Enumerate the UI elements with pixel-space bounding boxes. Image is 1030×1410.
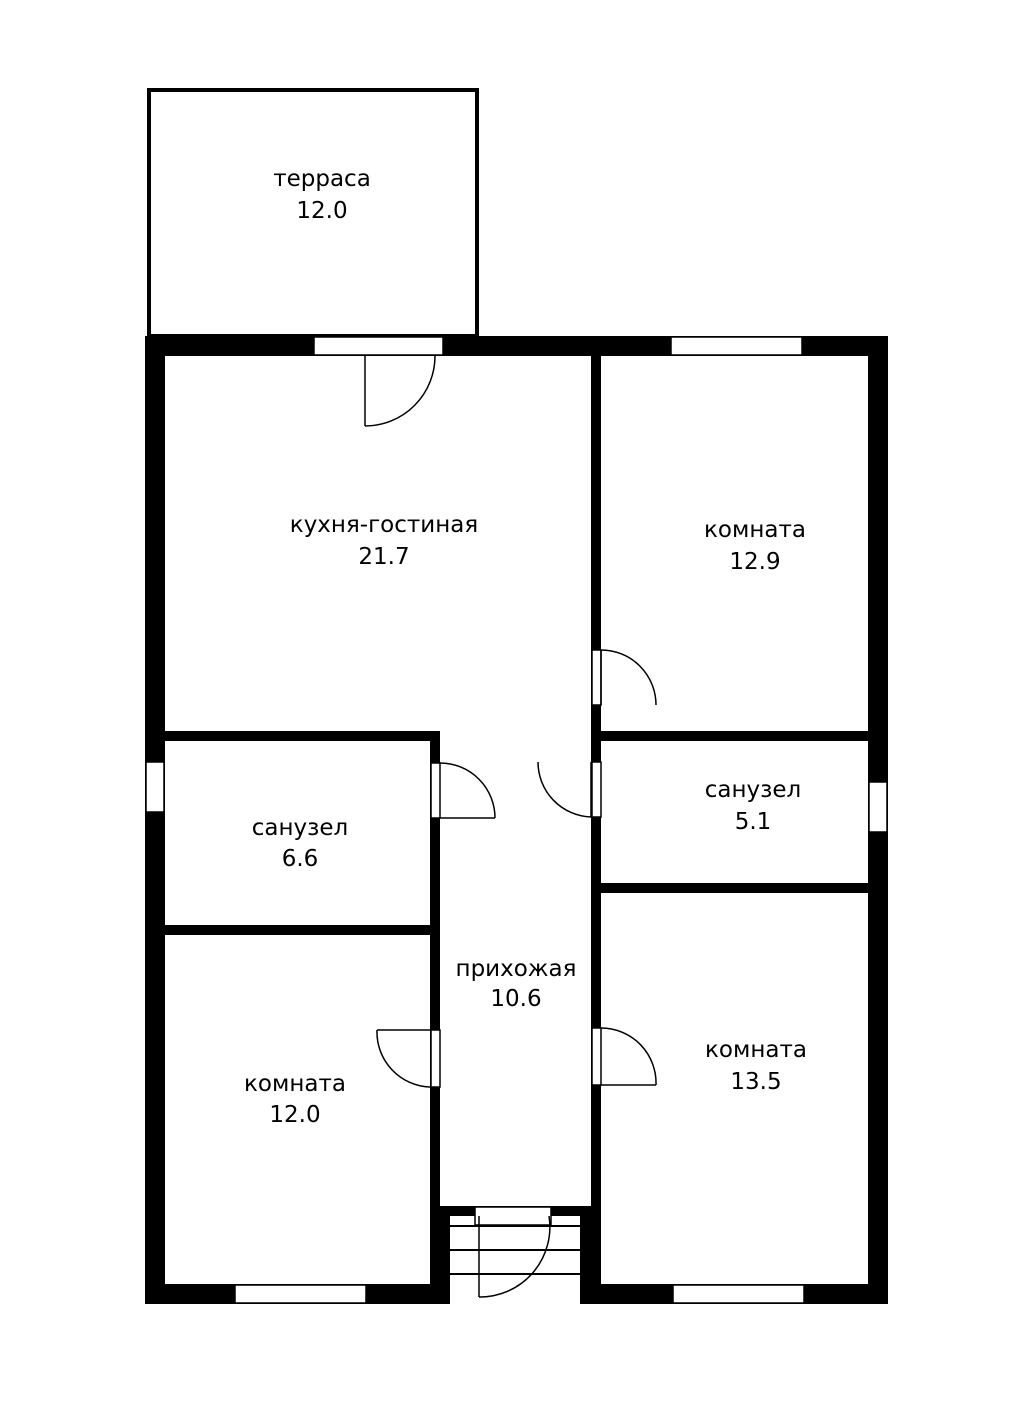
window-room-bottom-left (234, 1284, 367, 1304)
room-top-right-area: 12.9 (729, 549, 780, 575)
terrace-name: терраса (273, 166, 371, 192)
bathroom-right-area: 5.1 (735, 809, 772, 835)
entrance-steps (450, 1206, 580, 1275)
room-bottom-left-name: комната (244, 1071, 346, 1097)
room-bottom-left-area: 12.0 (269, 1102, 320, 1128)
window-room-top-right (670, 336, 803, 356)
hallway-name: прихожая (456, 956, 577, 982)
window-kitchen (313, 336, 444, 356)
window-room-bottom-right (672, 1284, 805, 1304)
window-bathroom-left (145, 761, 165, 813)
room-bottom-right-area: 13.5 (730, 1069, 781, 1095)
door-bathroom-left (430, 762, 496, 819)
doors (364, 355, 657, 1298)
door-room-bottom-left (376, 1029, 441, 1088)
bathroom-left-area: 6.6 (282, 846, 319, 872)
bathroom-right-name: санузел (705, 777, 801, 803)
door-bathroom-right (537, 761, 602, 818)
window-bathroom-right (868, 781, 888, 833)
hallway-area: 10.6 (490, 986, 541, 1012)
kitchen-living-area: 21.7 (358, 544, 409, 570)
kitchen-living-name: кухня-гостиная (290, 512, 478, 538)
door-kitchen-terrace (364, 355, 436, 427)
terrace-area: 12.0 (296, 198, 347, 224)
room-bottom-right-name: комната (705, 1037, 807, 1063)
bathroom-left-name: санузел (252, 815, 348, 841)
windows (145, 336, 888, 1304)
door-room-bottom-right (591, 1027, 657, 1086)
door-entrance (478, 1215, 551, 1298)
door-room-top-right (591, 649, 657, 706)
room-top-right-name: комната (704, 517, 806, 543)
